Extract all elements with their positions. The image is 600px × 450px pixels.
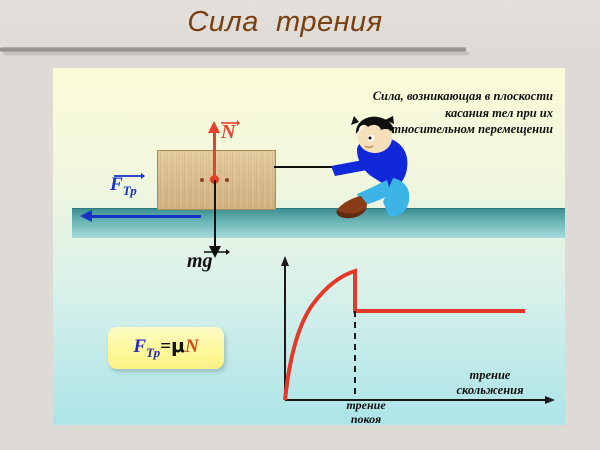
static-friction-line-1: трение — [346, 398, 386, 412]
normal-force-arrow-shaft — [213, 130, 216, 184]
friction-force-arrow-shaft — [91, 215, 201, 218]
friction-force-label: FТр — [110, 174, 137, 199]
block-marker-dot-right — [225, 178, 229, 182]
title-divider-rule — [0, 47, 466, 52]
formula-equals-sign: = — [160, 336, 171, 358]
page-title: Сила трения — [187, 6, 383, 38]
normal-force-vector-bar-icon — [221, 120, 240, 126]
normal-force-arrow-head — [208, 121, 220, 133]
weight-arrow-shaft — [214, 180, 216, 250]
normal-force-label: N — [221, 121, 236, 143]
friction-formula-text: FТр=μN — [133, 335, 198, 361]
formula-mu-symbol: μ — [170, 335, 185, 358]
ground-surface — [72, 209, 565, 238]
friction-force-arrow-head — [80, 210, 92, 222]
friction-force-subscript: Тр — [122, 182, 137, 198]
title-rule-shadow — [3, 52, 469, 55]
block-marker-dot-left — [200, 178, 204, 182]
content-panel: Сила, возникающая в плоскости касания те… — [53, 68, 565, 426]
kinetic-friction-line-2: скольжения — [456, 383, 524, 397]
friction-definition-text: Сила, возникающая в плоскости касания те… — [372, 89, 553, 136]
friction-force-symbol: F — [110, 174, 123, 195]
formula-force-subscript: Тр — [146, 344, 161, 360]
formula-force-letter: F — [133, 336, 146, 358]
kinetic-friction-line-1: трение — [469, 368, 511, 382]
formula-force-symbol: FТр — [133, 336, 161, 360]
friction-force-vector-bar-icon — [114, 173, 145, 179]
formula-normal-symbol: N — [184, 336, 199, 358]
friction-formula-box: FТр=μN — [108, 327, 224, 369]
weight-vector-bar-icon — [204, 249, 230, 255]
pull-rope — [274, 166, 334, 168]
static-friction-line-2: покоя — [350, 412, 382, 426]
person-pulling-illustration — [331, 116, 410, 219]
title-bar: Сила трения — [0, 0, 600, 52]
friction-vs-displacement-chart — [281, 256, 555, 404]
weight-label: mg — [187, 250, 213, 272]
